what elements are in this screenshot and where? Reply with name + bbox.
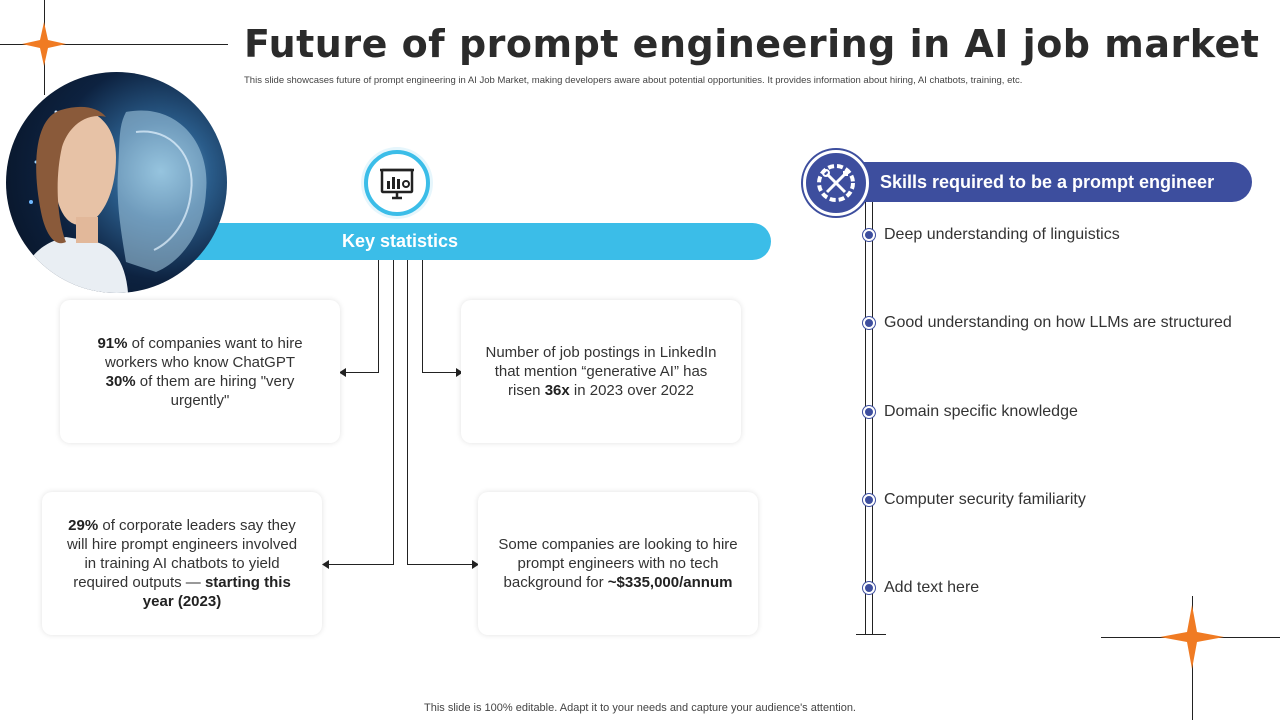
skill-item-2: Good understanding on how LLMs are struc… — [884, 314, 1232, 331]
skill-bullet — [863, 229, 875, 241]
stat-highlight: 30% — [105, 372, 136, 390]
connector-card-1-h — [343, 372, 379, 373]
skill-bullet — [863, 317, 875, 329]
skills-label: Skills required to be a prompt engineer — [880, 172, 1215, 192]
stat-highlight: 36x — [544, 382, 570, 399]
footer-note: This slide is 100% editable. Adapt it to… — [424, 702, 856, 714]
star-icon-top-left — [22, 22, 66, 66]
skill-bullet — [863, 406, 875, 418]
stat-highlight: ~$335,000/annum — [607, 574, 733, 591]
ai-woman-photo — [6, 72, 227, 293]
skill-item-3: Domain specific knowledge — [884, 403, 1078, 420]
stat-card-4: Some companies are looking to hire promp… — [478, 492, 758, 635]
stat-text: in 2023 over 2022 — [569, 382, 694, 399]
stat-card-3: 29% of corporate leaders say they will h… — [42, 492, 322, 635]
stat-text: Some companies are looking to hire promp… — [498, 536, 738, 591]
stat-card-1: 91% of companies want to hire workers wh… — [60, 300, 340, 443]
connector-card-3-h — [326, 564, 394, 565]
arrow-head-icon — [472, 560, 479, 569]
key-statistics-icon-badge — [364, 150, 430, 216]
timeline-line-left — [865, 202, 866, 635]
stat-highlight: 91% — [97, 334, 128, 352]
stat-text: Number of job postings in LinkedIn that … — [485, 344, 717, 399]
stat-card-2-text: Number of job postings in LinkedIn that … — [479, 343, 723, 400]
stat-card-3-text: 29% of corporate leaders say they will h… — [60, 516, 304, 611]
page-title: Future of prompt engineering in AI job m… — [244, 22, 1260, 66]
connector-card-4-h — [407, 564, 476, 565]
star-icon-bottom-right — [1160, 605, 1224, 669]
arrow-head-icon — [322, 560, 329, 569]
stat-card-4-text: Some companies are looking to hire promp… — [496, 535, 740, 592]
skill-item-5: Add text here — [884, 579, 980, 596]
stat-highlight: starting this year (2023) — [142, 574, 291, 610]
tools-gear-icon — [817, 164, 855, 202]
key-statistics-bar — [190, 223, 771, 260]
stat-card-1-text: 91% of companies want to hire workers wh… — [78, 334, 322, 410]
timeline-base — [856, 634, 886, 635]
stat-text: of companies want to hire workers who kn… — [104, 334, 303, 371]
skill-item-1: Deep understanding of linguistics — [884, 226, 1120, 243]
stat-text: of them are hiring "very urgently" — [135, 372, 295, 409]
page-subtitle: This slide showcases future of prompt en… — [244, 75, 1023, 86]
stat-text: of corporate leaders say they will hire … — [66, 517, 298, 591]
connector-card-1 — [378, 260, 379, 373]
presentation-chart-icon — [380, 168, 414, 200]
arrow-head-icon — [456, 368, 463, 377]
connector-card-3 — [393, 260, 394, 565]
connector-card-4 — [407, 260, 408, 565]
key-statistics-label: Key statistics — [341, 231, 459, 251]
decor-line-top — [0, 44, 228, 45]
skill-item-4: Computer security familiarity — [884, 491, 1086, 508]
arrow-head-icon — [339, 368, 346, 377]
skill-bullet — [863, 582, 875, 594]
connector-card-2-h — [422, 372, 460, 373]
stat-highlight: 29% — [68, 517, 99, 534]
skills-icon-badge — [803, 150, 869, 216]
stat-card-2: Number of job postings in LinkedIn that … — [461, 300, 741, 443]
skill-bullet — [863, 494, 875, 506]
timeline-line-right — [872, 202, 873, 635]
connector-card-2 — [422, 260, 423, 373]
skills-bar — [832, 162, 1252, 202]
